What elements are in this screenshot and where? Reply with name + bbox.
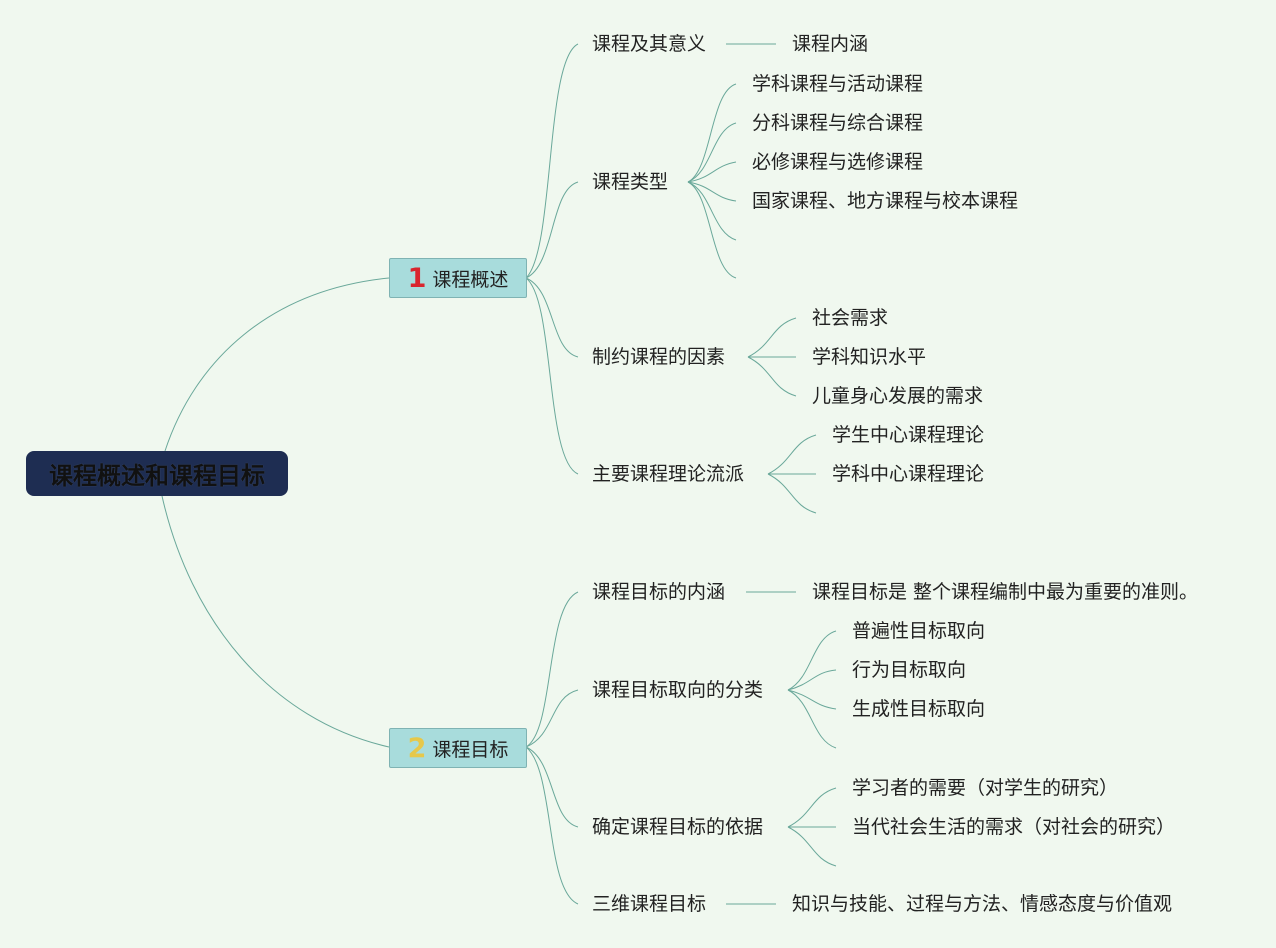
connector-b2-leaf3 [687, 161, 737, 183]
connector-t2b3-leaf1 [787, 787, 837, 828]
leaf-subject-activity[interactable]: 学科课程与活动课程 [752, 73, 924, 95]
connector-b2-leaf2 [687, 122, 737, 183]
leaf-three-dimensions[interactable]: 知识与技能、过程与方法、情感态度与价值观 [792, 893, 1173, 915]
connector-b4-leaf1 [767, 434, 817, 475]
leaf-student-centered[interactable]: 学生中心课程理论 [832, 424, 985, 446]
connector-t2b3-leaf3 [787, 826, 837, 867]
branch-goal-basis[interactable]: 确定课程目标的依据 [592, 816, 764, 838]
branch-course-meaning[interactable]: 课程及其意义 [592, 33, 707, 55]
leaf-national-local-school[interactable]: 国家课程、地方课程与校本课程 [752, 190, 1019, 212]
connector-t2b2-leaf1 [787, 630, 837, 691]
connector-t2-b3 [525, 746, 579, 828]
branch-three-dimensional-goals[interactable]: 三维课程目标 [592, 893, 707, 915]
leaf-learner-needs[interactable]: 学习者的需要（对学生的研究） [852, 777, 1119, 799]
leaf-goal-definition[interactable]: 课程目标是 整个课程编制中最为重要的准则。 [812, 581, 1199, 603]
connector-t2b2-leaf4 [787, 689, 837, 749]
connector-root-topic1 [164, 277, 390, 452]
branch-constraining-factors[interactable]: 制约课程的因素 [592, 346, 726, 368]
connector-b4-leaf3 [767, 473, 817, 514]
leaf-generative-orientation[interactable]: 生成性目标取向 [852, 698, 986, 720]
connector-t2-b4 [525, 746, 579, 905]
root-label: 课程概述和课程目标 [49, 462, 265, 490]
connector-t1-b4 [525, 277, 579, 475]
connector-t2b2-leaf2 [787, 669, 837, 691]
connector-b3-leaf1 [747, 317, 797, 358]
connector-t2b2-leaf3 [787, 689, 837, 710]
topic-course-overview[interactable]: 1 课程概述 [389, 258, 527, 298]
connector-b2-leaf6 [687, 181, 737, 279]
connector-b2-leaf4 [687, 181, 737, 202]
branch-goal-connotation[interactable]: 课程目标的内涵 [592, 581, 726, 603]
root-node[interactable]: 课程概述和课程目标 [26, 451, 288, 496]
leaf-child-development[interactable]: 儿童身心发展的需求 [812, 385, 984, 407]
branch-goal-orientation[interactable]: 课程目标取向的分类 [592, 679, 764, 701]
topic-number-badge: 1 [407, 262, 427, 294]
connector-t2-b1 [525, 591, 579, 748]
connector-t1-b2 [525, 181, 579, 279]
leaf-social-needs[interactable]: 社会需求 [812, 307, 889, 329]
leaf-required-elective[interactable]: 必修课程与选修课程 [752, 151, 924, 173]
connector-t1-b1 [525, 43, 579, 279]
topic-course-goals[interactable]: 2 课程目标 [389, 728, 527, 768]
topic-number-badge: 2 [407, 732, 427, 764]
leaf-subject-centered[interactable]: 学科中心课程理论 [832, 463, 985, 485]
leaf-subject-knowledge[interactable]: 学科知识水平 [812, 346, 927, 368]
leaf-course-connotation[interactable]: 课程内涵 [792, 33, 869, 55]
topic-label: 课程目标 [432, 738, 509, 761]
branch-course-types[interactable]: 课程类型 [592, 171, 669, 193]
connector-root-topic2 [161, 495, 390, 748]
leaf-separate-integrated[interactable]: 分科课程与综合课程 [752, 112, 924, 134]
topic-label: 课程概述 [432, 268, 509, 291]
connector-t1-b3 [525, 277, 579, 358]
leaf-universal-orientation[interactable]: 普遍性目标取向 [852, 620, 986, 642]
branch-theory-schools[interactable]: 主要课程理论流派 [592, 463, 745, 485]
connector-t2-b2 [525, 689, 579, 748]
connector-b2-leaf1 [687, 83, 737, 183]
leaf-behavioral-orientation[interactable]: 行为目标取向 [852, 659, 967, 681]
leaf-society-needs[interactable]: 当代社会生活的需求（对社会的研究） [852, 816, 1176, 838]
connector-b2-leaf5 [687, 181, 737, 241]
connector-b3-leaf3 [747, 356, 797, 397]
